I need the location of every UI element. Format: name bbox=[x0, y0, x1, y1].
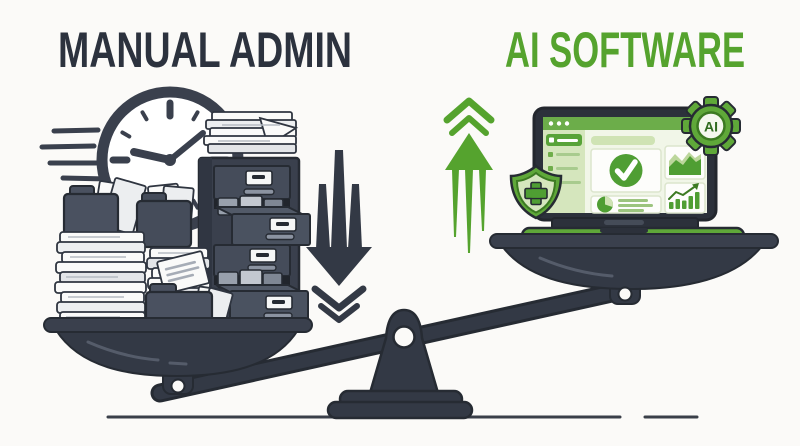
paper-stack-on-cabinet bbox=[203, 111, 299, 154]
pie-chart-icon bbox=[590, 195, 662, 214]
left-scale-pan bbox=[43, 317, 313, 395]
clock-hour-hand bbox=[130, 148, 174, 164]
sidebar-item-active bbox=[546, 134, 582, 146]
area-chart-icon bbox=[664, 145, 706, 180]
check-circle-icon bbox=[590, 148, 662, 193]
window-dots bbox=[548, 121, 570, 126]
scale-fulcrum bbox=[326, 308, 474, 420]
speed-lines bbox=[39, 127, 111, 182]
shield-icon bbox=[509, 164, 563, 220]
filing-cabinet-icon bbox=[197, 156, 311, 330]
ai-badge-label: AI bbox=[704, 119, 718, 135]
right-scale-pan bbox=[489, 233, 779, 305]
clock-minute-hand bbox=[167, 130, 206, 163]
up-arrow-icon bbox=[443, 97, 495, 253]
folder-stack bbox=[62, 177, 195, 249]
bar-chart-icon bbox=[664, 182, 706, 214]
screen-titlebar bbox=[543, 117, 707, 130]
up-arrow-chevrons bbox=[443, 97, 495, 136]
paper-stack bbox=[54, 231, 147, 332]
down-arrow-icon bbox=[306, 150, 372, 323]
screen-header-pill bbox=[591, 136, 655, 145]
down-arrow-chevrons bbox=[311, 285, 367, 323]
ai-gear-icon: AI bbox=[681, 96, 741, 156]
left-title: MANUAL ADMIN bbox=[58, 22, 352, 78]
right-title: AI SOFTWARE bbox=[505, 22, 745, 78]
